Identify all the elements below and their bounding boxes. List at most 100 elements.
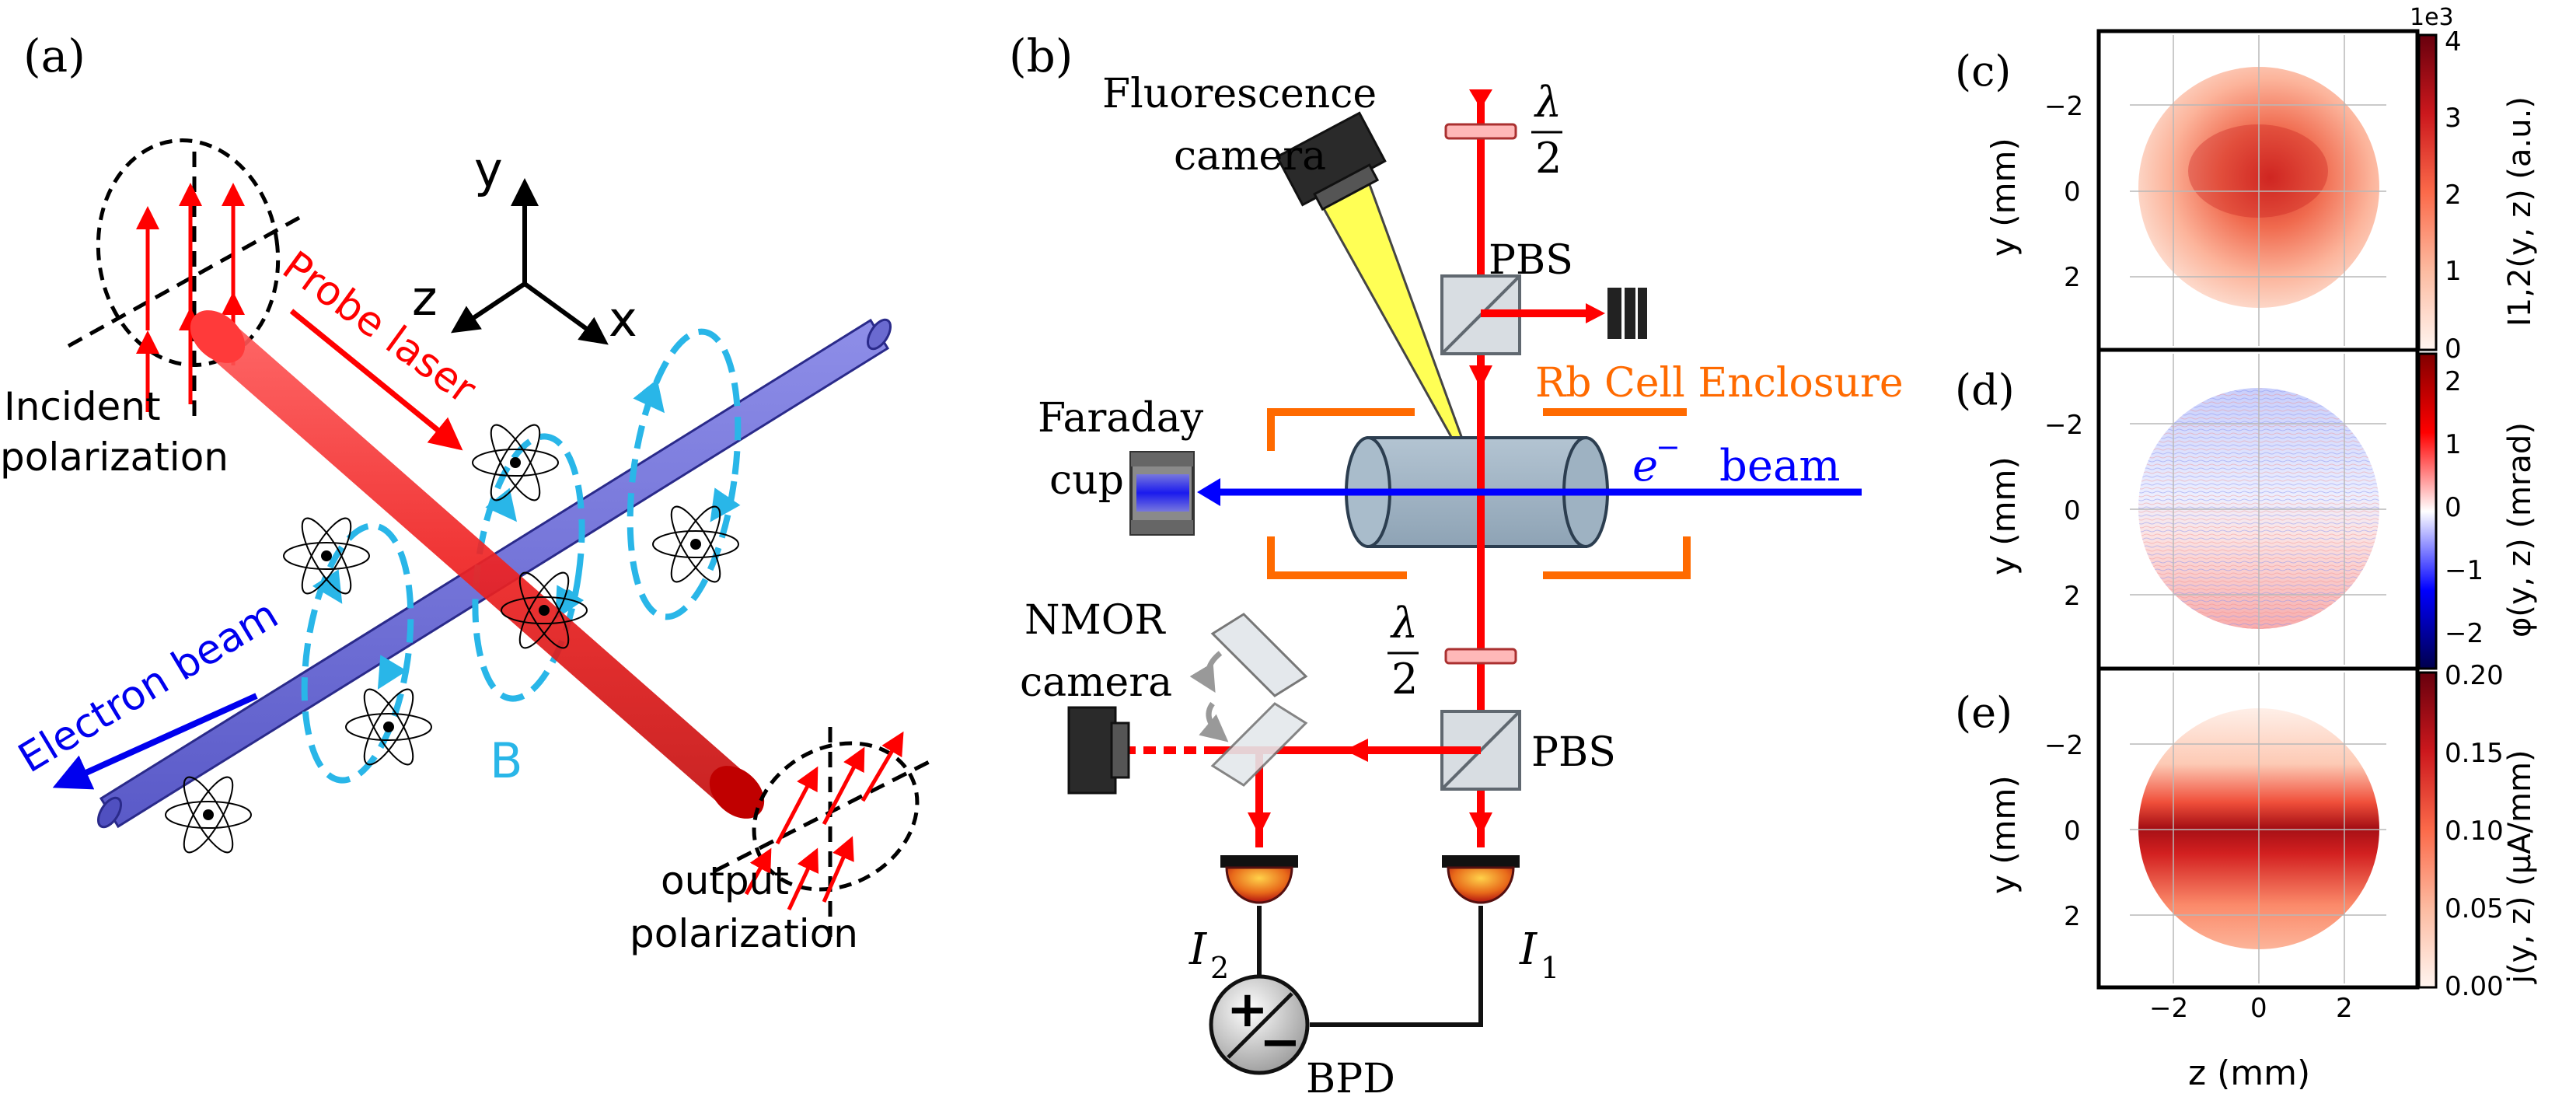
colorbar-d-label: φ(y, z) (mrad) xyxy=(2502,422,2538,638)
faraday-label-line2: cup xyxy=(1049,457,1124,504)
lambda-top: λ xyxy=(1534,78,1562,127)
panel-c-ytick-1: 0 xyxy=(2064,176,2081,208)
colorbar-e-tick-1: 0.15 xyxy=(2445,738,2504,769)
panel-e-ylabel: y (mm) xyxy=(1984,775,2023,894)
panel-b: (b) λ 2 λ 2 PBS Fl xyxy=(1009,30,1904,1102)
colorbar-e-tick-0: 0.20 xyxy=(2445,660,2504,691)
output-polarization-diagram xyxy=(714,727,938,937)
output-label-line1: output xyxy=(661,858,789,903)
colorbar-e-label: j(y, z) (μA/mm) xyxy=(2502,749,2538,984)
i2-subscript: 2 xyxy=(1210,951,1229,985)
nmor-label-line2: camera xyxy=(1020,659,1172,706)
i1-label: I xyxy=(1519,924,1538,975)
output-label-line2: polarization xyxy=(630,911,858,956)
bpd-wiring xyxy=(1257,906,1483,1027)
colorbar-c-tick-0: 0 xyxy=(2445,334,2462,365)
colorbar-c-tick-4: 4 xyxy=(2445,26,2462,58)
colorbar-c-tick-2: 2 xyxy=(2445,180,2462,211)
ebeam-superscript: − xyxy=(1656,430,1681,464)
panel-a-label: (a) xyxy=(23,30,86,82)
beam-dump xyxy=(1607,288,1647,339)
flip-mirror xyxy=(1189,613,1308,787)
panel-e-ytick-2: 2 xyxy=(2064,901,2081,932)
colorbar-c-label: I1,2(y, z) (a.u.) xyxy=(2502,96,2538,327)
panel-c-ytick-2: 2 xyxy=(2064,262,2081,293)
panel-d-label: (d) xyxy=(1955,365,2015,414)
rb-cell-enclosure xyxy=(1267,408,1691,579)
panel-c-ylabel: y (mm) xyxy=(1984,138,2023,257)
colorbar-c-exponent: 1e3 xyxy=(2410,4,2454,31)
ebeam-symbol: e xyxy=(1632,441,1658,491)
photodetector-i2 xyxy=(1220,855,1298,904)
fluorescence-camera-icon xyxy=(1275,111,1387,211)
panel-b-label: (b) xyxy=(1009,30,1073,82)
colorbar-e-tick-2: 0.10 xyxy=(2445,816,2504,847)
panel-e-ytick-0: −2 xyxy=(2044,730,2083,761)
electron-beam-label: Electron beam xyxy=(11,591,286,782)
colorbar-e xyxy=(2417,671,2438,989)
colorbar-e-tick-4: 0.00 xyxy=(2445,971,2504,1002)
panel-d-ytick-1: 0 xyxy=(2064,495,2081,526)
panel-d-ytick-2: 2 xyxy=(2064,581,2081,612)
panel-a: (a) Incident polarization y z x xyxy=(0,30,938,956)
incident-label-line1: Incident xyxy=(4,384,161,429)
laser-arrow-mid xyxy=(1469,365,1492,389)
colorbar-d-tick-3: −1 xyxy=(2445,555,2484,586)
panel-c-label: (c) xyxy=(1955,47,2011,96)
lambda-bottom: λ xyxy=(1390,599,1418,648)
half-wave-plate-bottom xyxy=(1444,648,1517,665)
electron-beam-arrow xyxy=(52,693,258,790)
colorbar-c-tick-3: 3 xyxy=(2445,103,2462,134)
heatmap-c: (c) y (mm) −2 0 2 1e3 4 3 2 1 0 I1,2(y, … xyxy=(1955,4,2538,365)
colorbar-c xyxy=(2417,33,2438,351)
probe-laser-beam xyxy=(190,310,765,819)
faraday-cup-icon xyxy=(1129,451,1195,536)
two-bottom: 2 xyxy=(1391,655,1418,704)
ebeam-word: beam xyxy=(1719,441,1840,491)
two-top: 2 xyxy=(1535,134,1562,183)
colorbar-d-tick-2: 0 xyxy=(2445,492,2462,523)
panel-e-ytick-1: 0 xyxy=(2064,816,2081,847)
panel-e-label: (e) xyxy=(1955,688,2012,737)
i2-label: I xyxy=(1189,924,1208,975)
colorbar-c-tick-1: 1 xyxy=(2445,256,2462,287)
colorbar-d-tick-4: −2 xyxy=(2445,618,2484,649)
axis-z-label: z xyxy=(412,270,438,327)
pbs-top-label: PBS xyxy=(1489,237,1573,284)
axis-y-label: y xyxy=(474,141,503,198)
colorbar-d-tick-1: 1 xyxy=(2445,429,2462,460)
coordinate-axes xyxy=(451,178,609,345)
bpd-minus: − xyxy=(1259,1014,1301,1071)
incident-label-line2: polarization xyxy=(0,435,229,480)
photodetector-i1 xyxy=(1442,855,1520,904)
incident-polarization-diagram xyxy=(67,138,301,416)
axis-x-label: x xyxy=(609,291,637,348)
nmor-label-line1: NMOR xyxy=(1024,597,1166,644)
b-field-loops xyxy=(301,328,742,784)
colorbar-d xyxy=(2417,352,2438,670)
heatmap-panels: (c) y (mm) −2 0 2 1e3 4 3 2 1 0 I1,2(y, … xyxy=(1955,4,2538,1093)
bpd-plus: + xyxy=(1227,981,1269,1039)
rb-cell-label: Rb Cell Enclosure xyxy=(1535,360,1904,407)
bpd-label: BPD xyxy=(1306,1056,1395,1102)
nmor-camera-icon xyxy=(1067,706,1130,795)
faraday-label-line1: Faraday xyxy=(1038,395,1204,442)
panel-d-ytick-0: −2 xyxy=(2044,410,2083,441)
fluorescence-label-line2: camera xyxy=(1174,133,1326,180)
panel-c-ytick-0: −2 xyxy=(2044,91,2083,122)
colorbar-d-tick-0: 2 xyxy=(2445,366,2462,397)
panel-e-xtick-1: 0 xyxy=(2250,993,2267,1024)
panel-e-xtick-0: −2 xyxy=(2149,993,2188,1024)
colorbar-e-tick-3: 0.05 xyxy=(2445,893,2504,924)
probe-laser-arrow xyxy=(289,309,463,451)
panel-e-xlabel: z (mm) xyxy=(2188,1053,2310,1093)
panel-e-xtick-2: 2 xyxy=(2336,993,2353,1024)
b-field-label: B xyxy=(490,732,523,789)
heatmap-e: (e) y (mm) −2 0 2 −2 0 2 z (mm) 0.20 0.1… xyxy=(1955,660,2538,1093)
laser-arrow-low xyxy=(1469,812,1492,836)
half-wave-plate-top xyxy=(1444,123,1517,140)
laser-arrow-top xyxy=(1469,89,1492,109)
fluorescence-label-line1: Fluorescence xyxy=(1102,71,1377,117)
bpd-icon xyxy=(1209,974,1310,1075)
pbs-bottom-label: PBS xyxy=(1531,729,1616,776)
